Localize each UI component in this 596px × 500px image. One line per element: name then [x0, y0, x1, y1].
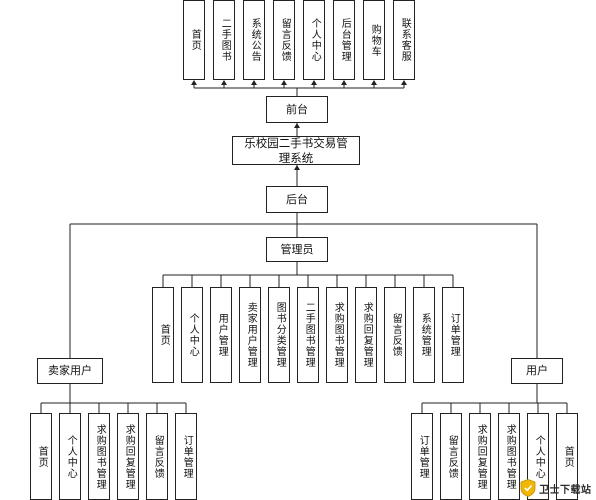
seller-node: 卖家用户	[37, 358, 103, 384]
top-node-2: 系统公告	[243, 0, 265, 80]
top-arrow-6	[371, 80, 377, 85]
admin-node-0: 首页	[152, 287, 174, 383]
seller-node-2: 求购图书管理	[88, 413, 110, 500]
top-arrow-4	[311, 80, 317, 85]
top-node-0: 首页	[183, 0, 205, 80]
top-arrow-7	[401, 80, 407, 85]
admin-node-2: 用户管理	[210, 287, 232, 383]
top-arrow-0	[191, 80, 197, 85]
top-node-4: 个人中心	[303, 0, 325, 80]
shield-icon	[520, 479, 536, 497]
top-arrow-2	[251, 80, 257, 85]
top-node-1: 二手图书	[213, 0, 235, 80]
admin-node-8: 留言反馈	[384, 287, 406, 383]
admin-node-3: 卖家用户管理	[239, 287, 261, 383]
top-node-5: 后台管理	[333, 0, 355, 80]
front-arrow	[294, 123, 300, 128]
seller-node-4: 留言反馈	[146, 413, 168, 500]
seller-node-0: 首页	[30, 413, 52, 500]
admin-node-10: 订单管理	[442, 287, 464, 383]
user-node-0: 订单管理	[411, 413, 433, 500]
admin-node-7: 求购回复管理	[355, 287, 377, 383]
seller-node-3: 求购回复管理	[117, 413, 139, 500]
seller-node-1: 个人中心	[59, 413, 81, 500]
system-title-node: 乐校园二手书交易管理系统	[232, 136, 360, 165]
admin-node-4: 图书分类管理	[268, 287, 290, 383]
top-node-3: 留言反馈	[273, 0, 295, 80]
admin-node-9: 系统管理	[413, 287, 435, 383]
top-node-7: 联系客服	[393, 0, 415, 80]
admin-node-1: 个人中心	[181, 287, 203, 383]
seller-node-5: 订单管理	[175, 413, 197, 500]
admin-node-5: 二手图书管理	[297, 287, 319, 383]
user-node-2: 求购回复管理	[469, 413, 491, 500]
user-node-1: 留言反馈	[440, 413, 462, 500]
top-arrow-1	[221, 80, 227, 85]
user-node-5: 首页	[556, 413, 578, 500]
top-arrow-5	[341, 80, 347, 85]
user-node: 用户	[511, 358, 563, 384]
title-arrow	[294, 165, 300, 170]
admin-node-6: 求购图书管理	[326, 287, 348, 383]
watermark: 卫士下载站	[520, 476, 596, 500]
admin-node: 管理员	[266, 237, 328, 262]
watermark-text: 卫士下载站	[539, 484, 592, 496]
top-arrow-3	[281, 80, 287, 85]
top-node-6: 购物车	[363, 0, 385, 80]
user-node-3: 求购图书管理	[498, 413, 520, 500]
front-node: 前台	[266, 96, 328, 123]
back-node: 后台	[266, 186, 328, 213]
